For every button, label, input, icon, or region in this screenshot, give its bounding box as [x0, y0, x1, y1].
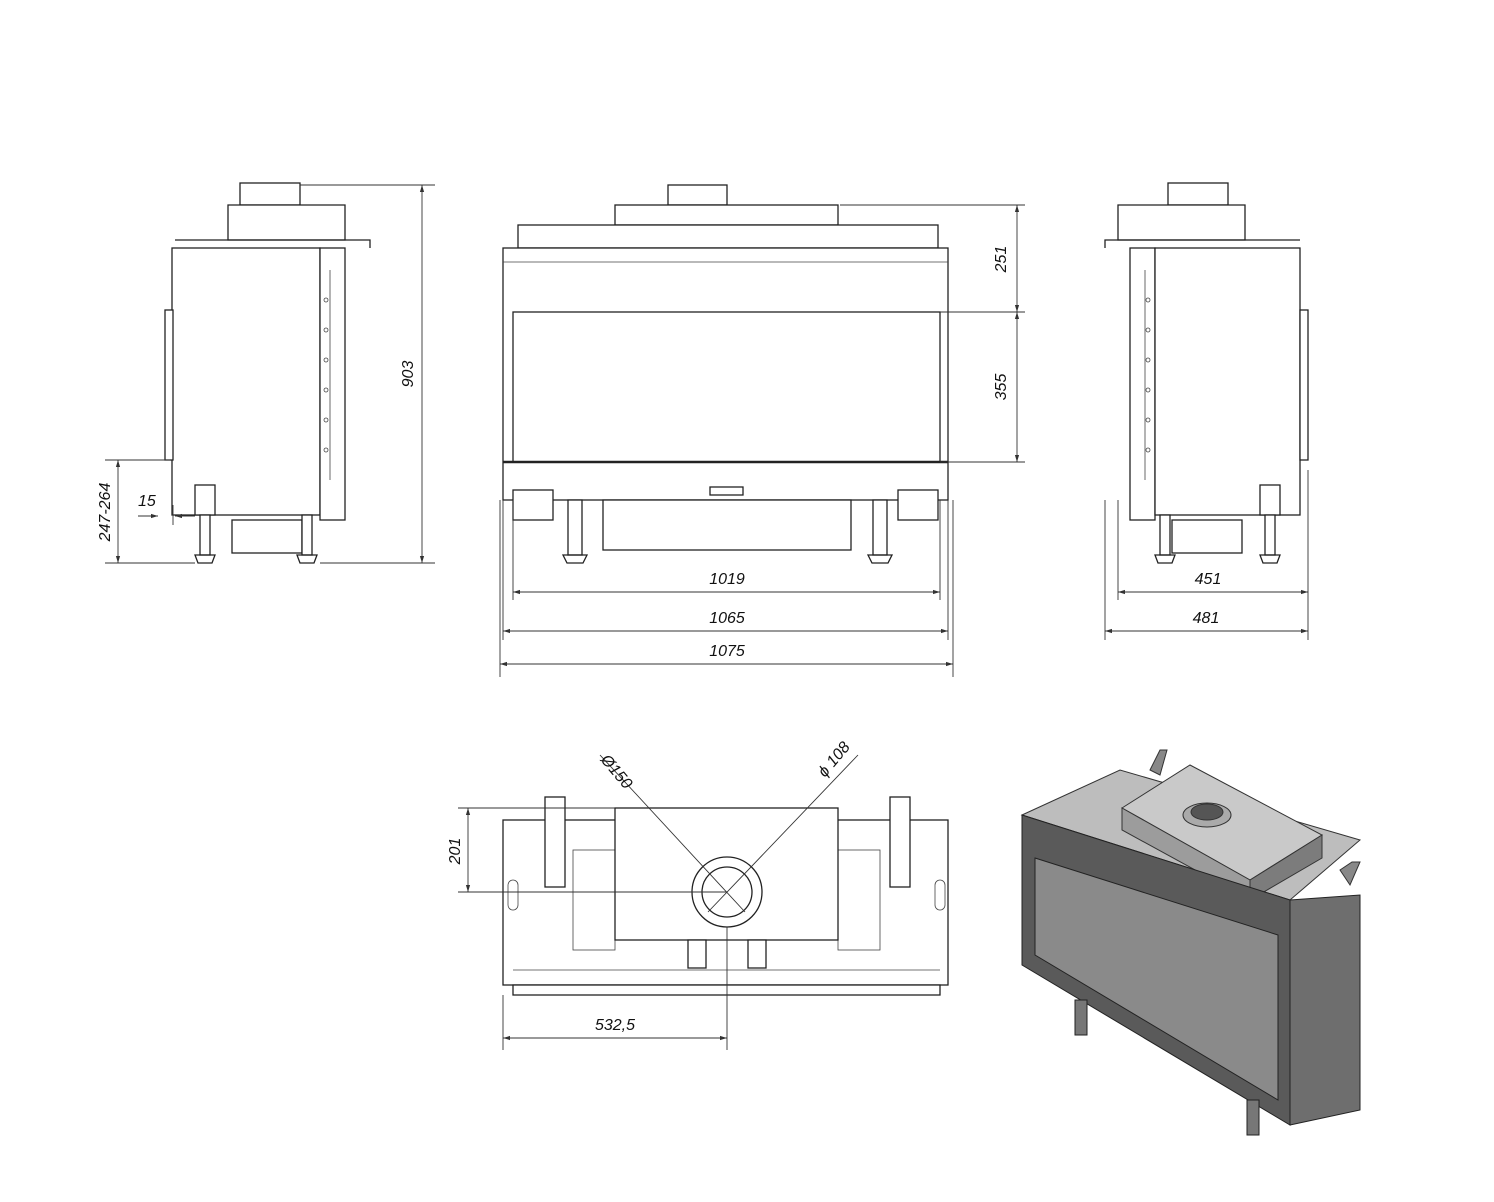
total-width-label: 1075: [709, 643, 745, 660]
top-view: Ø150 ϕ 108 201 532,5: [447, 739, 949, 1050]
inner-depth-label: 451: [1195, 571, 1222, 588]
total-depth-label: 481: [1193, 610, 1220, 627]
flue-center-label: 532,5: [595, 1017, 635, 1034]
flue-offset-label: 201: [447, 838, 464, 866]
offset-label: 15: [138, 493, 156, 510]
body-width-label: 1065: [709, 610, 745, 627]
side-view-right: 451 481: [1104, 182, 1309, 640]
side-view-left: 903 247-264 15: [97, 182, 435, 564]
isometric-render: [1020, 749, 1362, 1136]
top-section-label: 251: [993, 246, 1010, 274]
leg-height-label: 247-264: [97, 483, 114, 543]
inner-flue-diameter-label: ϕ 108: [815, 739, 854, 781]
outer-flue-diameter-label: Ø150: [596, 751, 635, 793]
glass-width-label: 1019: [709, 571, 745, 588]
glass-height-label: 355: [993, 374, 1010, 401]
front-view: 251 355 1019 1065 1075: [499, 184, 1025, 677]
height-label: 903: [400, 361, 417, 388]
